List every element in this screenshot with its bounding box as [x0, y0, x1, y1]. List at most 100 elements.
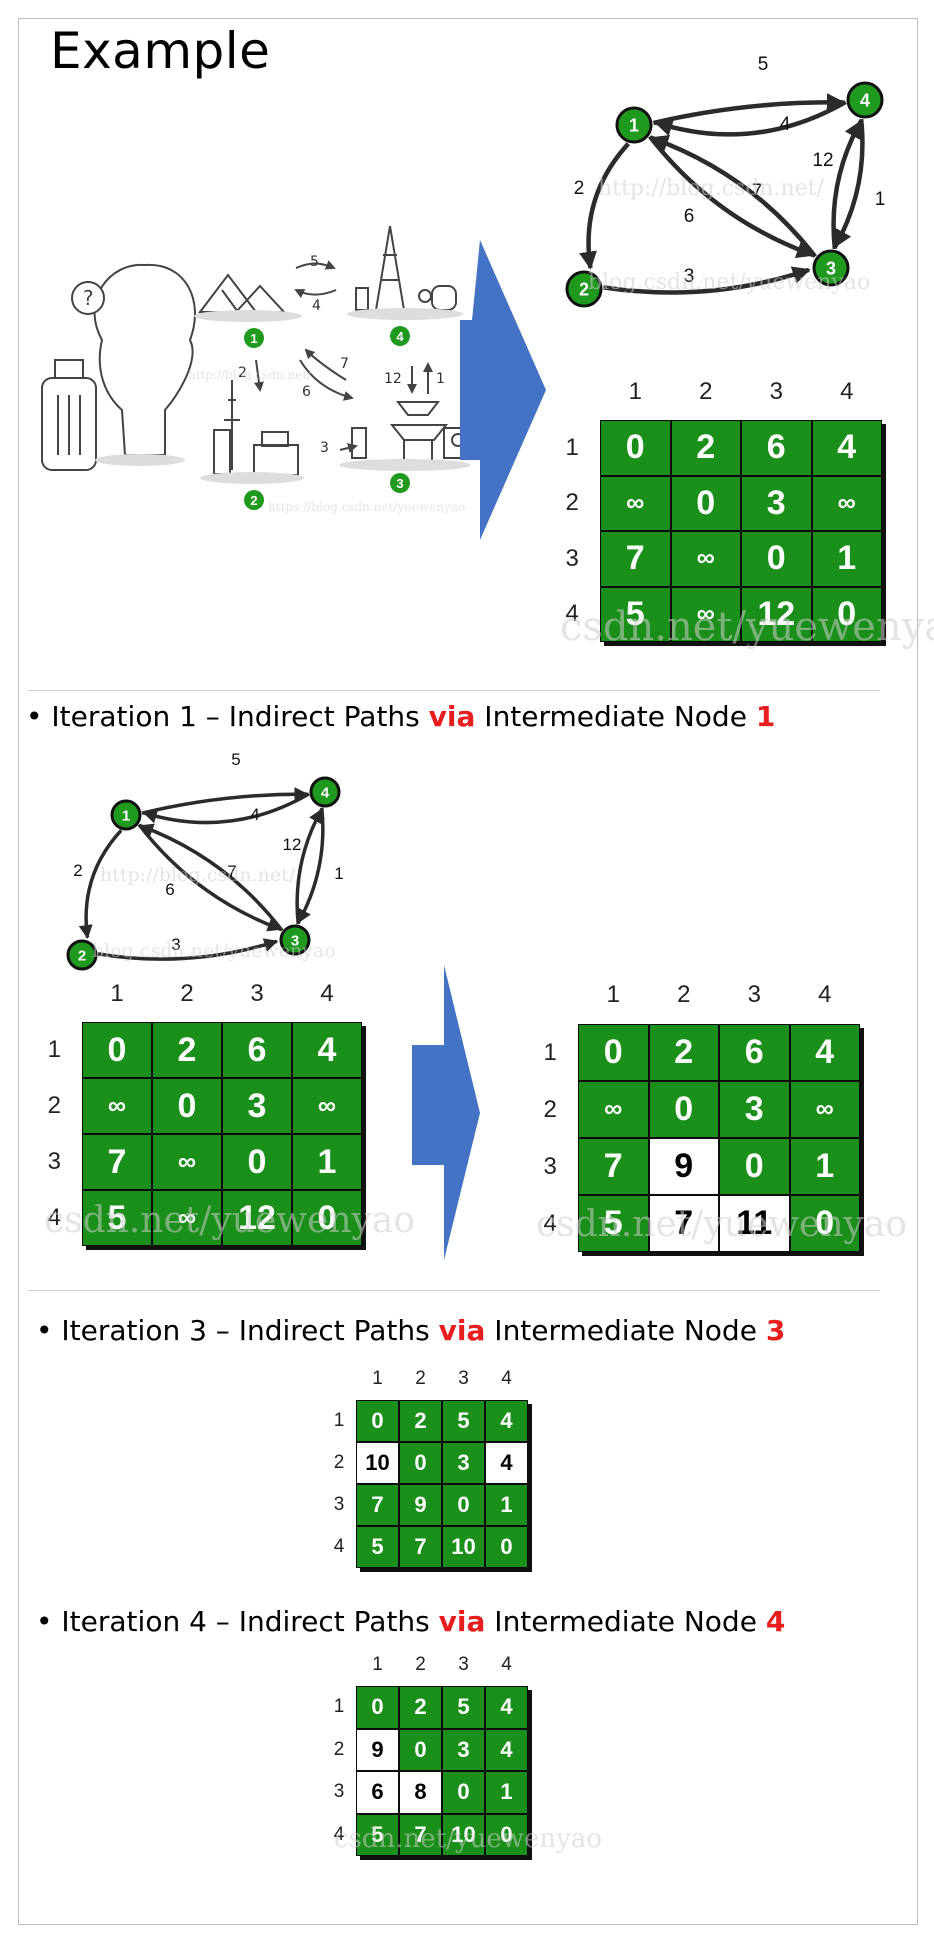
svg-text:5: 5 [310, 254, 319, 270]
matrix-cell: ∞ [82, 1078, 152, 1134]
column-header: 3 [769, 378, 783, 406]
matrix-cell: 2 [399, 1686, 442, 1729]
matrix-cell: 6 [719, 1024, 790, 1081]
graph-node-label: 4 [860, 90, 870, 110]
matrix-cell: 0 [442, 1484, 485, 1526]
matrix-cell: 7 [648, 1195, 719, 1252]
graph-edge [78, 829, 123, 940]
graph-node-label: 1 [629, 115, 639, 135]
svg-text:2: 2 [250, 493, 257, 508]
matrix-cell: 5 [442, 1686, 485, 1729]
column-header: 1 [606, 981, 620, 1009]
matrix-cell: 0 [356, 1400, 399, 1442]
svg-text:1: 1 [250, 331, 257, 346]
matrix-cell: 3 [442, 1442, 485, 1484]
matrix-cell: 0 [292, 1190, 362, 1246]
graph-node [66, 939, 98, 971]
matrix-cell: 0 [719, 1138, 790, 1195]
edge-weight: 4 [250, 805, 259, 824]
graph-node [110, 799, 142, 831]
matrix-cell: 9 [648, 1138, 719, 1195]
edge-weight: 12 [812, 150, 833, 171]
row-header: 1 [543, 1038, 557, 1066]
matrix-cell: 2 [399, 1400, 442, 1442]
section-divider [28, 690, 880, 691]
edge-weight: 6 [684, 206, 695, 227]
matrix-cell: 3 [222, 1078, 292, 1134]
column-header: 2 [699, 378, 713, 406]
matrix-cell: ∞ [600, 475, 671, 531]
matrix-cell: 10 [442, 1813, 485, 1856]
matrix-cell: 4 [485, 1400, 528, 1442]
edge-weight: 2 [73, 861, 82, 880]
matrix-cell: 7 [600, 531, 671, 587]
column-header: 1 [628, 378, 642, 406]
transform-arrow-icon [412, 965, 480, 1260]
column-header: 2 [677, 981, 691, 1009]
matrix-cell: 1 [811, 531, 882, 587]
matrix-cell: 1 [292, 1134, 362, 1190]
matrix-cell: 5 [82, 1190, 152, 1246]
row-header: 4 [333, 1536, 345, 1557]
row-header: 4 [543, 1209, 557, 1237]
row-header: 1 [333, 1410, 345, 1431]
matrix-cell: ∞ [670, 531, 741, 587]
matrix-cell: 7 [578, 1138, 649, 1195]
matrix-cell: 6 [356, 1771, 399, 1814]
transform-arrow-icon [460, 240, 546, 540]
graph-edge [137, 823, 282, 932]
graph-edge [652, 93, 845, 126]
graph-node [565, 270, 603, 308]
graph-node-label: 1 [122, 807, 130, 824]
matrix-cell: 5 [600, 586, 671, 642]
column-header: 4 [501, 1367, 512, 1389]
matrix-cell: 7 [82, 1134, 152, 1190]
graph-edge [141, 787, 309, 815]
svg-text:12: 12 [384, 371, 402, 387]
column-header: 4 [320, 979, 334, 1007]
row-header: 2 [333, 1452, 345, 1473]
row-header: 1 [333, 1696, 345, 1718]
edge-weight: 7 [752, 181, 763, 202]
tv-tower-icon [224, 380, 240, 470]
matrix-cell: 0 [741, 531, 812, 587]
temple-icon [389, 401, 449, 463]
graph-node-label: 3 [826, 258, 836, 278]
matrix-cell: 0 [152, 1078, 222, 1134]
matrix-cell: 5 [356, 1813, 399, 1856]
column-header: 4 [818, 981, 832, 1009]
row-header: 1 [47, 1036, 62, 1063]
matrix-cell: 0 [789, 1195, 860, 1252]
matrix-cell: 2 [648, 1024, 719, 1081]
row-header: 3 [565, 544, 579, 572]
graph-edge [142, 792, 310, 825]
slide-frame [18, 18, 918, 1925]
iteration-4-heading: • Iteration 4 – Indirect Paths via Inter… [36, 1605, 786, 1638]
matrix-cell: 0 [356, 1686, 399, 1729]
matrix-cell: 0 [485, 1813, 528, 1856]
matrix-cell: 7 [356, 1484, 399, 1526]
graph-edge [650, 135, 817, 258]
svg-text:2: 2 [238, 365, 247, 381]
matrix-cell: 0 [485, 1526, 528, 1568]
travel-illustration: ? 5 4 2 6 7 12 1 3 1 2 3 4 [41, 225, 471, 510]
column-header: 4 [840, 378, 854, 406]
matrix-cell: ∞ [789, 1081, 860, 1138]
row-header: 2 [543, 1095, 557, 1123]
edge-weight: 12 [283, 835, 302, 854]
column-header: 3 [747, 981, 761, 1009]
matrix-cell: 0 [399, 1728, 442, 1771]
matrix-cell: 2 [152, 1022, 222, 1078]
graph-edge [297, 807, 325, 924]
svg-text:3: 3 [396, 476, 403, 491]
matrix-cell: 10 [356, 1442, 399, 1484]
matrix-cell: 0 [82, 1022, 152, 1078]
graph-edge [295, 808, 323, 925]
edge-weight: 6 [165, 880, 174, 899]
matrix-cell: 5 [442, 1400, 485, 1442]
row-header: 4 [47, 1204, 62, 1231]
edge-weight: 3 [171, 935, 180, 954]
edge-weight: 7 [227, 862, 236, 881]
